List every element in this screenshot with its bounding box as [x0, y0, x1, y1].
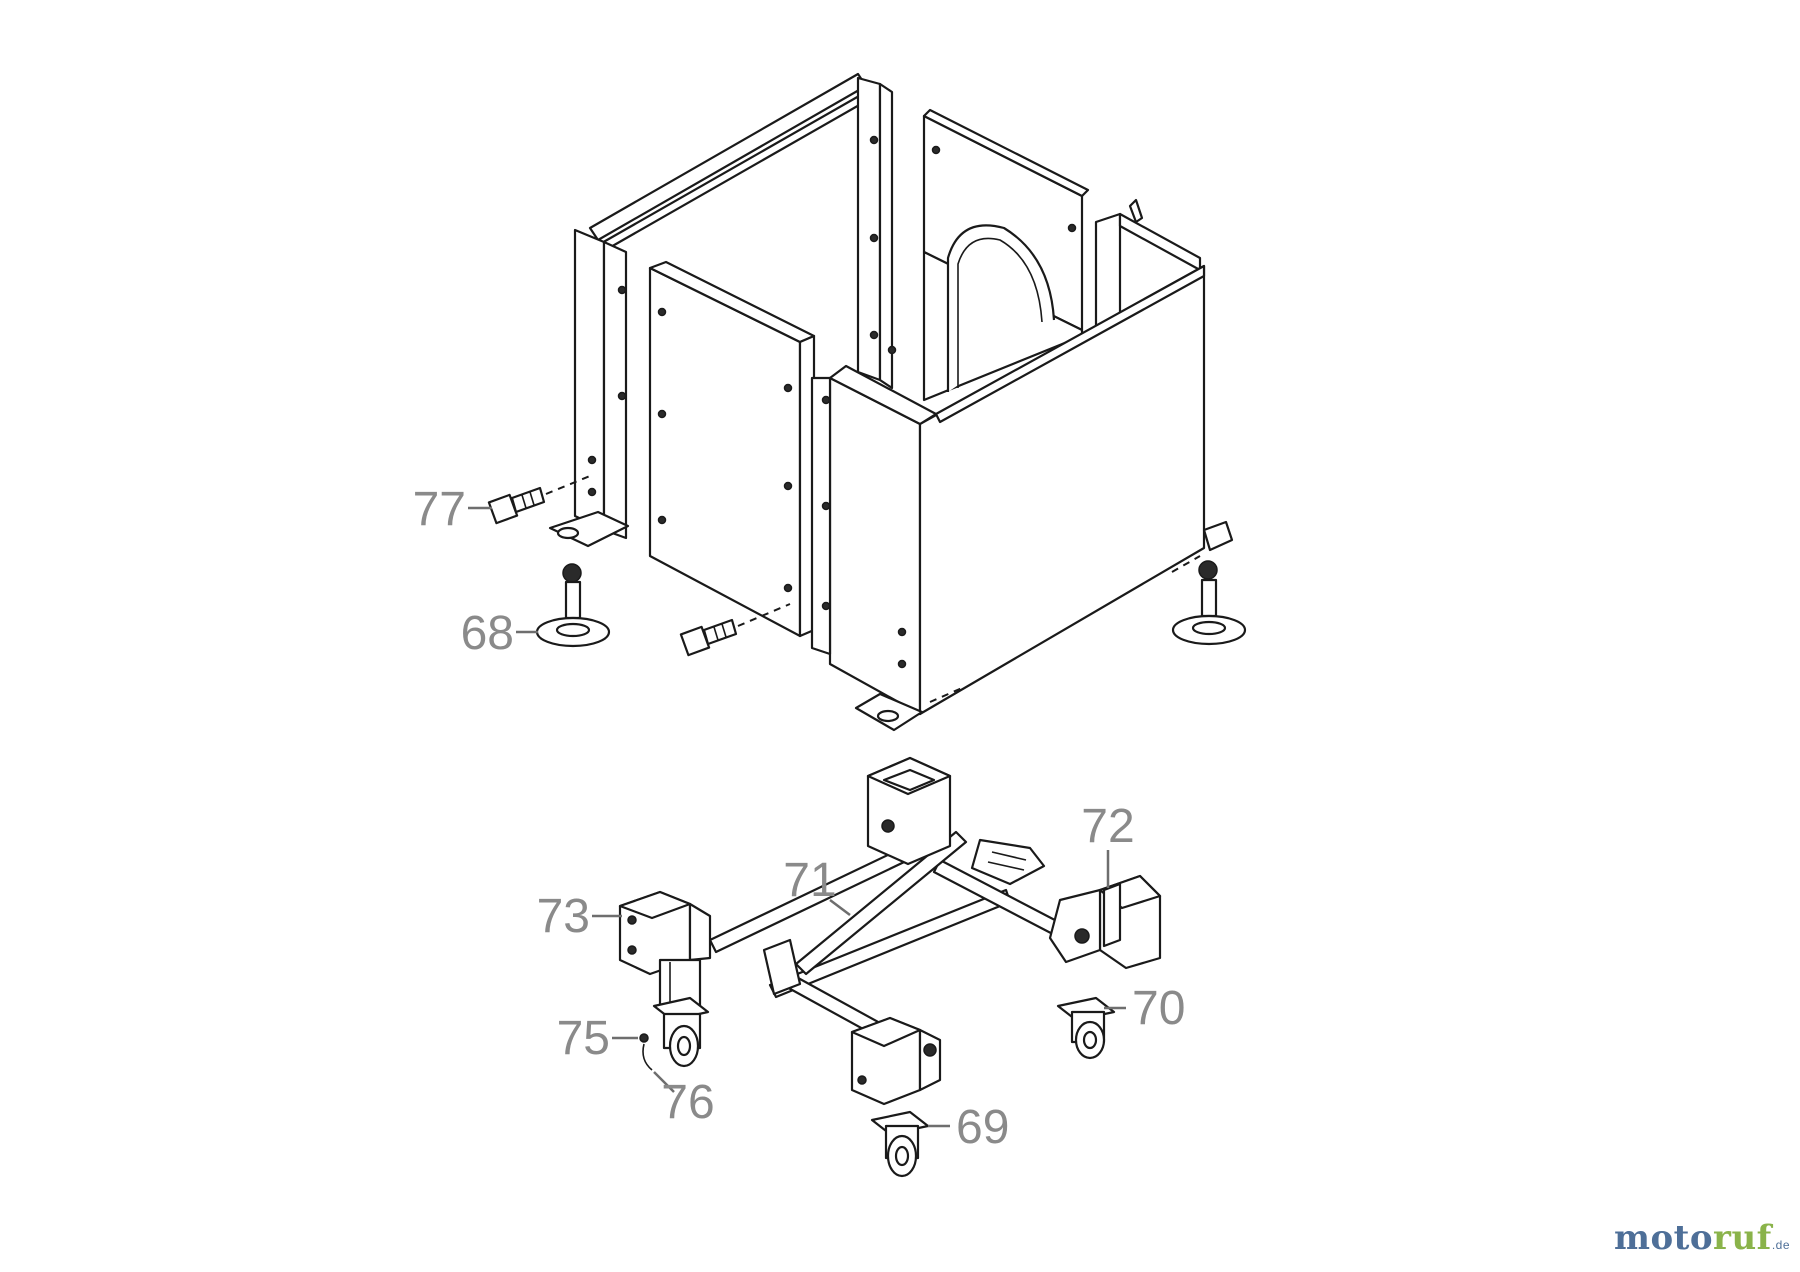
part-label-68: 68 — [461, 607, 514, 660]
cabinet-stand — [487, 72, 1247, 732]
part-label-77: 77 — [413, 483, 466, 536]
part-label-70: 70 — [1132, 982, 1185, 1035]
bracket-right — [1048, 874, 1162, 970]
leader-lines — [468, 506, 1126, 1128]
bracket-front — [850, 1016, 942, 1106]
left-post-front — [573, 228, 606, 532]
part-label-75: 75 — [557, 1012, 610, 1065]
right-top-rail — [1118, 212, 1202, 272]
front-box-edge-strip — [810, 376, 832, 656]
motoruf-watermark-logo: motoruf.de — [1614, 1218, 1790, 1258]
part-label-76: 76 — [661, 1076, 714, 1129]
watermark-accent: ruf — [1713, 1218, 1772, 1258]
back-top-rail-left — [588, 72, 868, 242]
right-foot-plate — [1202, 520, 1234, 552]
part-labels: 77 68 72 71 73 70 75 76 69 — [413, 483, 1186, 1154]
back-top-rail-lower — [598, 90, 870, 254]
cross-bar — [794, 830, 968, 976]
bracket-left — [618, 890, 712, 1012]
rear-panel-flange — [922, 108, 1090, 198]
watermark-tld: .de — [1771, 1238, 1790, 1252]
part-label-72: 72 — [1081, 800, 1134, 853]
bolt-upper — [487, 475, 591, 525]
leveling-foot-left — [535, 563, 611, 648]
left-foot-plate — [548, 510, 630, 548]
caster-left — [652, 996, 710, 1068]
part-label-69: 69 — [956, 1101, 1009, 1154]
bolt-lower — [679, 603, 791, 657]
watermark-main: moto — [1614, 1218, 1714, 1258]
front-box-face — [828, 376, 922, 716]
back-post-side — [878, 82, 894, 390]
mobile-base — [618, 756, 1162, 1178]
foot-pedal — [970, 838, 1046, 886]
center-clamp — [762, 938, 802, 996]
caster-right — [1056, 996, 1116, 1060]
left-post-side — [602, 240, 628, 540]
clip — [642, 1043, 653, 1071]
bracket-back — [866, 756, 1046, 886]
part-label-73: 73 — [537, 890, 590, 943]
leveling-foot-right — [1171, 560, 1247, 646]
pin — [639, 1033, 649, 1043]
part-label-71: 71 — [783, 854, 836, 907]
caster-front — [870, 1110, 930, 1178]
